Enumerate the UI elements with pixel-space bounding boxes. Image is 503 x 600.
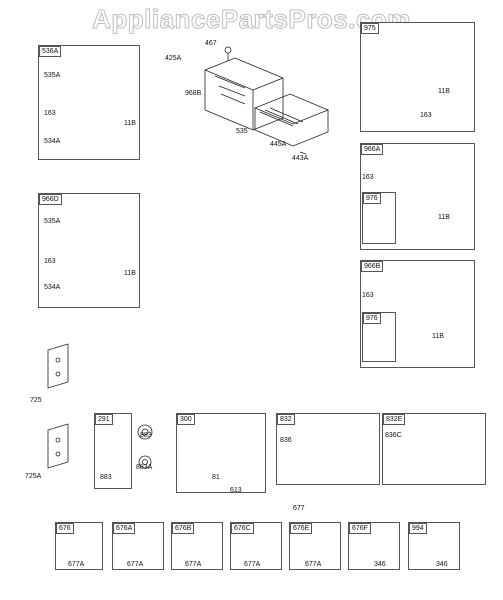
label-677A-2[interactable]: 677A — [127, 561, 144, 568]
panel-976-a: 976 — [362, 192, 396, 244]
label-836[interactable]: 836 — [280, 437, 292, 444]
panel-976-b: 976 — [362, 312, 396, 362]
callout-832E[interactable]: 832E — [383, 414, 406, 425]
label-163-966A[interactable]: 163 — [362, 174, 374, 181]
label-534A-2[interactable]: 534A — [44, 284, 61, 291]
panel-676F: 676F — [348, 522, 400, 570]
panel-676: 676 — [55, 522, 103, 570]
label-163-1[interactable]: 163 — [44, 110, 56, 117]
label-163-975[interactable]: 163 — [420, 112, 432, 119]
label-883-1[interactable]: 883 — [140, 432, 152, 439]
air-cleaner-base-968B — [204, 46, 284, 131]
panel-975: 975 — [360, 22, 475, 132]
label-677A-3[interactable]: 677A — [185, 561, 202, 568]
label-11B-966A[interactable]: 11B — [438, 214, 450, 221]
callout-676F[interactable]: 676F — [349, 523, 371, 534]
label-883-2[interactable]: 883 — [100, 474, 112, 481]
label-346-1[interactable]: 346 — [374, 561, 386, 568]
panel-676A: 676A — [112, 522, 164, 570]
callout-291[interactable]: 291 — [95, 414, 113, 425]
label-725A[interactable]: 725A — [25, 473, 42, 480]
label-535[interactable]: 535 — [236, 128, 248, 135]
callout-975[interactable]: 975 — [361, 23, 379, 34]
label-163-966B[interactable]: 163 — [362, 292, 374, 299]
label-11B-966B[interactable]: 11B — [432, 333, 444, 340]
callout-300[interactable]: 300 — [177, 414, 195, 425]
callout-536A[interactable]: 536A — [39, 46, 62, 57]
panel-536A: 536A — [38, 45, 140, 160]
label-11B-975[interactable]: 11B — [438, 88, 450, 95]
panel-676E: 676E — [289, 522, 341, 570]
panel-832: 832 — [276, 413, 380, 485]
callout-966D[interactable]: 966D — [39, 194, 62, 205]
label-677A-1[interactable]: 677A — [68, 561, 85, 568]
label-836C[interactable]: 836C — [385, 432, 402, 439]
label-11B-1[interactable]: 11B — [124, 120, 136, 127]
callout-676[interactable]: 676 — [56, 523, 74, 534]
callout-832[interactable]: 832 — [277, 414, 295, 425]
label-883A[interactable]: 883A — [136, 464, 153, 471]
label-346-2[interactable]: 346 — [436, 561, 448, 568]
label-677[interactable]: 677 — [293, 505, 305, 512]
callout-976-b[interactable]: 976 — [363, 313, 381, 324]
panel-832E: 832E — [382, 413, 486, 485]
label-443A[interactable]: 443A — [292, 155, 309, 162]
panel-676C: 676C — [230, 522, 282, 570]
callout-966B[interactable]: 966B — [361, 261, 384, 272]
panel-966D: 966D — [38, 193, 140, 308]
label-467[interactable]: 467 — [205, 40, 217, 47]
label-968B[interactable]: 968B — [185, 90, 202, 97]
callout-676B[interactable]: 676B — [172, 523, 195, 534]
label-534A-1[interactable]: 534A — [44, 138, 61, 145]
gasket-725A — [47, 423, 69, 469]
label-535A-2[interactable]: 535A — [44, 218, 61, 225]
filter-element-535 — [253, 93, 330, 155]
callout-994[interactable]: 994 — [409, 523, 427, 534]
label-677A-5[interactable]: 677A — [305, 561, 322, 568]
label-425A[interactable]: 425A — [165, 55, 182, 62]
gasket-725 — [47, 343, 69, 389]
callout-976-a[interactable]: 976 — [363, 193, 381, 204]
callout-676A[interactable]: 676A — [113, 523, 136, 534]
label-677A-4[interactable]: 677A — [244, 561, 261, 568]
label-445A[interactable]: 445A — [270, 141, 287, 148]
label-11B-2[interactable]: 11B — [124, 270, 136, 277]
label-163-2[interactable]: 163 — [44, 258, 56, 265]
panel-291: 291 — [94, 413, 132, 489]
callout-676E[interactable]: 676E — [290, 523, 313, 534]
callout-966A[interactable]: 966A — [361, 144, 384, 155]
label-613[interactable]: 613 — [230, 487, 242, 494]
label-535A-1[interactable]: 535A — [44, 72, 61, 79]
panel-994: 994 — [408, 522, 460, 570]
panel-300: 300 — [176, 413, 266, 493]
label-81[interactable]: 81 — [212, 474, 220, 481]
callout-676C[interactable]: 676C — [231, 523, 254, 534]
panel-676B: 676B — [171, 522, 223, 570]
label-725[interactable]: 725 — [30, 397, 42, 404]
